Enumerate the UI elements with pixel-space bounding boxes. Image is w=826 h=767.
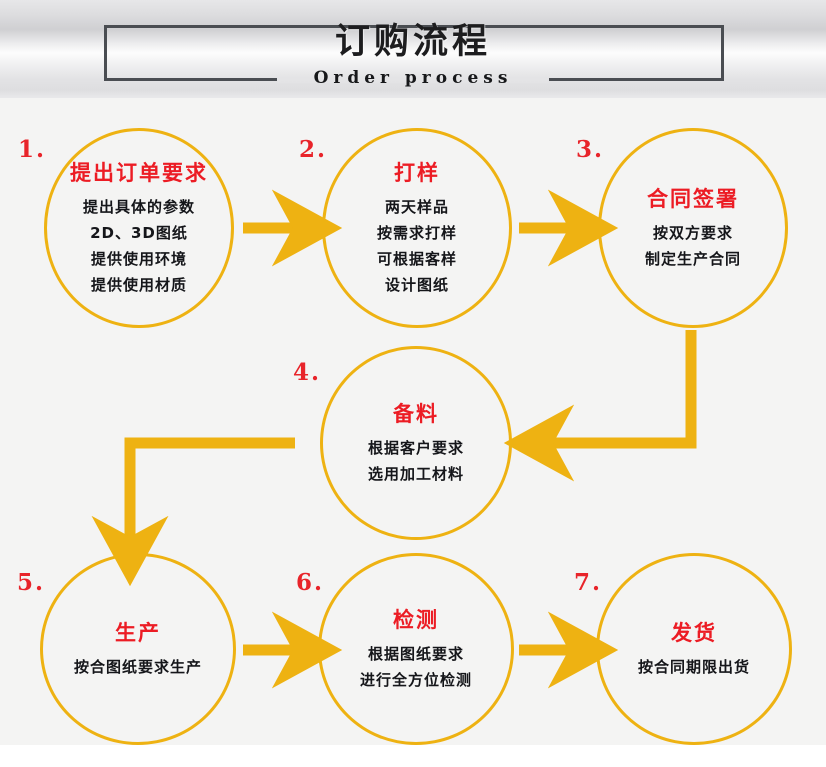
flow-node-7[interactable]: 发货 按合同期限出货 [596, 553, 792, 745]
flow-node-6-title: 检测 [393, 608, 439, 632]
flow-node-6[interactable]: 检测 根据图纸要求 进行全方位检测 [318, 553, 514, 745]
arrow-step4-to-step5 [91, 437, 295, 587]
flow-node-2-lines: 两天样品 按需求打样 可根据客样 设计图纸 [331, 194, 503, 298]
flow-node-7-lines: 按合同期限出货 [605, 654, 783, 680]
step-number-3: 3. [576, 136, 605, 163]
arrow-step3-to-step4 [503, 330, 697, 482]
page-subtitle: Order process [313, 68, 513, 88]
bottom-white-strip [0, 745, 826, 767]
flow-node-4-lines: 根据客户要求 选用加工材料 [329, 435, 503, 487]
flow-node-3-line-2: 制定生产合同 [644, 250, 741, 268]
flow-node-3[interactable]: 合同签署 按双方要求 制定生产合同 [598, 128, 788, 328]
flow-node-6-content: 检测 根据图纸要求 进行全方位检测 [321, 605, 511, 693]
flow-node-1-line-2: 2D、3D图纸 [90, 224, 188, 242]
flow-node-5[interactable]: 生产 按合图纸要求生产 [40, 553, 236, 745]
flow-node-6-lines: 根据图纸要求 进行全方位检测 [327, 641, 505, 693]
flow-node-2-line-3: 可根据客样 [376, 250, 457, 268]
flow-node-5-title: 生产 [115, 621, 161, 645]
flow-node-5-lines: 按合图纸要求生产 [49, 654, 227, 680]
flow-node-5-content: 生产 按合图纸要求生产 [43, 618, 233, 680]
step-number-4: 4. [293, 359, 322, 386]
flow-node-1-title: 提出订单要求 [70, 161, 208, 185]
flow-node-2-line-4: 设计图纸 [384, 276, 449, 294]
flow-node-3-title: 合同签署 [647, 187, 739, 211]
flow-node-6-line-2: 进行全方位检测 [359, 671, 472, 689]
page-title: 订购流程 [334, 22, 491, 62]
flow-node-4-line-1: 根据客户要求 [367, 439, 464, 457]
flow-node-2-title: 打样 [394, 161, 440, 185]
flow-node-7-line-1: 按合同期限出货 [637, 658, 750, 676]
step-number-1: 1. [18, 136, 47, 163]
flow-node-2-content: 打样 两天样品 按需求打样 可根据客样 设计图纸 [325, 158, 509, 298]
flow-node-1-line-1: 提出具体的参数 [82, 198, 195, 216]
flow-node-4[interactable]: 备料 根据客户要求 选用加工材料 [320, 346, 512, 540]
flow-node-2-line-1: 两天样品 [384, 198, 449, 216]
flow-node-5-line-1: 按合图纸要求生产 [73, 658, 202, 676]
flow-node-7-title: 发货 [671, 621, 717, 645]
flow-node-3-content: 合同签署 按双方要求 制定生产合同 [601, 184, 785, 272]
step-number-7: 7. [574, 569, 603, 596]
flow-node-2[interactable]: 打样 两天样品 按需求打样 可根据客样 设计图纸 [322, 128, 512, 328]
step-number-2: 2. [299, 136, 328, 163]
header-frame-gap [277, 76, 549, 83]
step-number-6: 6. [296, 569, 325, 596]
header-banner: 订购流程 Order process [0, 0, 826, 98]
flow-node-4-line-2: 选用加工材料 [367, 465, 464, 483]
flow-node-7-content: 发货 按合同期限出货 [599, 618, 789, 680]
step-number-5: 5. [17, 569, 46, 596]
flow-node-1-content: 提出订单要求 提出具体的参数 2D、3D图纸 提供使用环境 提供使用材质 [47, 158, 231, 298]
flow-node-1[interactable]: 提出订单要求 提出具体的参数 2D、3D图纸 提供使用环境 提供使用材质 [44, 128, 234, 328]
flow-node-2-line-2: 按需求打样 [376, 224, 457, 242]
flow-node-1-line-4: 提供使用材质 [90, 276, 187, 294]
flow-node-1-lines: 提出具体的参数 2D、3D图纸 提供使用环境 提供使用材质 [53, 194, 225, 298]
flow-node-1-line-3: 提供使用环境 [90, 250, 187, 268]
flow-node-3-lines: 按双方要求 制定生产合同 [607, 220, 779, 272]
flow-node-4-title: 备料 [393, 402, 439, 426]
flow-node-6-line-1: 根据图纸要求 [367, 645, 464, 663]
flow-node-3-line-1: 按双方要求 [652, 224, 733, 242]
header-rule-right [549, 78, 724, 81]
header-rule-left [104, 78, 277, 81]
flow-node-4-content: 备料 根据客户要求 选用加工材料 [323, 399, 509, 487]
